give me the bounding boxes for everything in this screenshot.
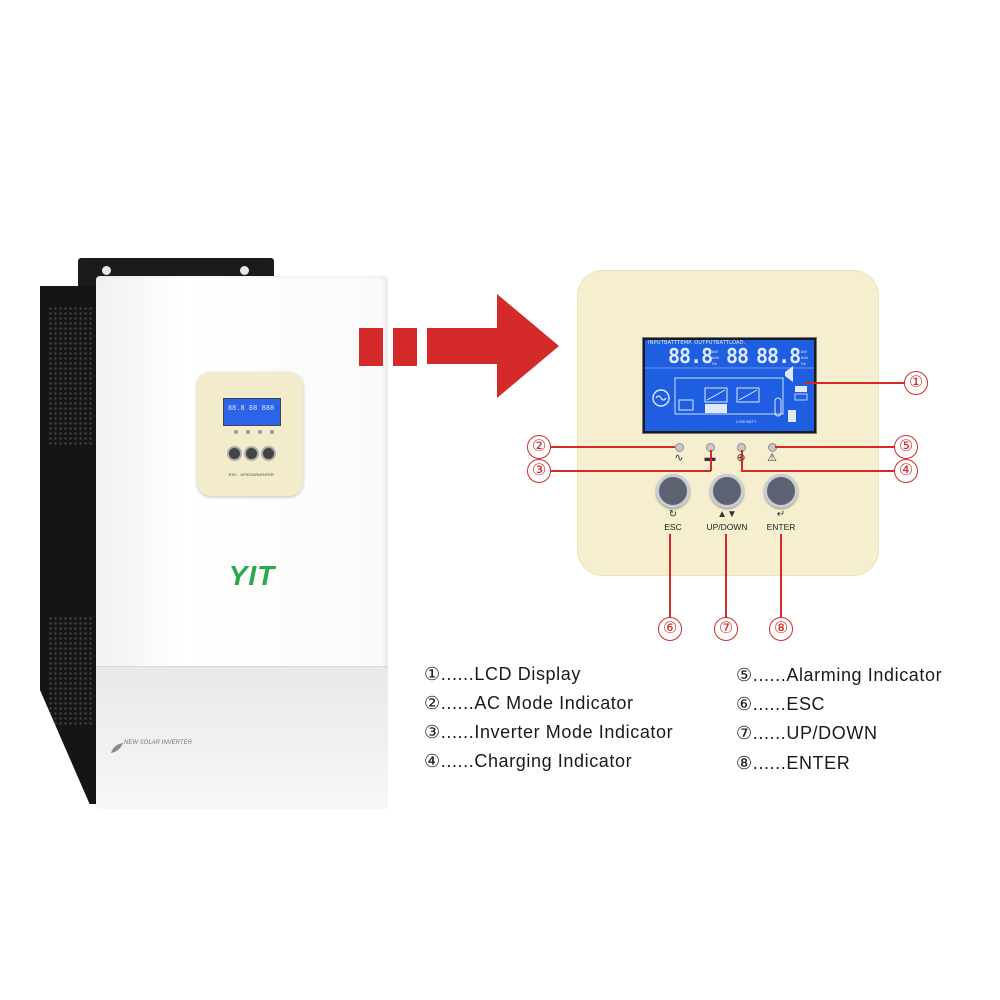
vent-grille xyxy=(48,616,92,726)
esc-icon: ↻ xyxy=(668,509,678,520)
warning-icon: ⚠ xyxy=(767,452,777,464)
lcd-diagram xyxy=(645,366,814,422)
lcd-unit: Hz xyxy=(801,361,806,366)
lcd-unit: kW xyxy=(712,349,718,354)
legend-item-inverter-mode: ③......Inverter Mode Indicator xyxy=(424,722,674,742)
callout-2: ② xyxy=(527,435,551,459)
inverter-bottom-cover xyxy=(96,666,388,809)
inverter-updown-button[interactable] xyxy=(244,446,259,461)
legend-item-updown: ⑦......UP/DOWN xyxy=(736,723,878,743)
inverter-led xyxy=(234,430,238,434)
inverter-control-panel xyxy=(197,372,303,496)
inverter-esc-button[interactable] xyxy=(227,446,242,461)
inverter-lcd xyxy=(223,398,281,426)
inverter-enter-button[interactable] xyxy=(261,446,276,461)
callout-line xyxy=(741,450,743,471)
callout-line xyxy=(551,446,675,448)
legend-item-ac-mode: ②......AC Mode Indicator xyxy=(424,693,634,713)
callout-7: ⑦ xyxy=(714,617,738,641)
updown-label: UP/DOWN xyxy=(706,522,748,532)
inverter-updown-label: UP/DOWN xyxy=(240,472,260,477)
callout-line xyxy=(725,534,727,617)
callout-4: ④ xyxy=(894,459,918,483)
lcd-mid-digits: 88 xyxy=(726,344,749,368)
lcd-unit: kVA xyxy=(712,355,720,360)
lcd-header-labels: INPUTBATTTEMP. OUTPUTBATTLOAD. xyxy=(648,340,746,346)
callout-3: ③ xyxy=(527,459,551,483)
lcd-display xyxy=(643,338,816,433)
leaf-icon xyxy=(111,743,123,753)
inverter-lcd-text: 88.8 88 888 xyxy=(227,404,275,412)
callout-8: ⑧ xyxy=(769,617,793,641)
bracket-hole xyxy=(102,266,111,275)
updown-icon: ▲▼ xyxy=(717,509,737,520)
lcd-unit: kVA xyxy=(801,355,809,360)
arrow-dash xyxy=(393,328,417,366)
brand-logo: YIT xyxy=(228,560,276,591)
lcd-input-digits: 88.8 xyxy=(668,344,713,368)
brand-text: NEW SOLAR INVERTER xyxy=(124,740,192,746)
inverter-led xyxy=(270,430,274,434)
callout-line xyxy=(551,470,711,472)
enter-label: ENTER xyxy=(766,522,796,532)
esc-label: ESC xyxy=(664,522,682,532)
legend-item-esc: ⑥......ESC xyxy=(736,694,826,714)
enter-button[interactable] xyxy=(764,474,798,508)
legend-item-alarming: ⑤......Alarming Indicator xyxy=(736,665,943,685)
updown-button[interactable] xyxy=(710,474,744,508)
callout-5: ⑤ xyxy=(894,435,918,459)
lcd-output-digits: 88.8 xyxy=(756,344,801,368)
legend-item-enter: ⑧......ENTER xyxy=(736,753,851,773)
legend-item-lcd-display: ①......LCD Display xyxy=(424,664,581,684)
lcd-unit: Hz xyxy=(712,361,717,366)
callout-line xyxy=(741,470,895,472)
inverter-led xyxy=(246,430,250,434)
lcd-unit: kW xyxy=(801,349,807,354)
callout-6: ⑥ xyxy=(658,617,682,641)
callout-line xyxy=(669,534,671,617)
callout-line xyxy=(710,450,712,471)
lcd-low-batt: LOW BATT. xyxy=(736,419,757,424)
bracket-hole xyxy=(240,266,249,275)
vent-grille xyxy=(48,306,92,446)
callout-line xyxy=(775,446,895,448)
legend-item-charging: ④......Charging Indicator xyxy=(424,751,633,771)
ac-wave-icon: ∿ xyxy=(674,452,684,464)
arrow-right-icon xyxy=(427,294,559,398)
arrow-dash xyxy=(359,328,383,366)
enter-icon: ↵ xyxy=(776,509,786,520)
inverter-led xyxy=(258,430,262,434)
callout-line xyxy=(780,534,782,617)
inverter-esc-label: ESC xyxy=(228,472,238,477)
callout-1: ① xyxy=(904,371,928,395)
inverter-enter-label: ENTER xyxy=(260,472,274,477)
inverter-side-panel xyxy=(40,286,102,804)
ac-mode-led xyxy=(675,443,684,452)
alarm-led xyxy=(768,443,777,452)
esc-button[interactable] xyxy=(656,474,690,508)
callout-line xyxy=(805,382,905,384)
